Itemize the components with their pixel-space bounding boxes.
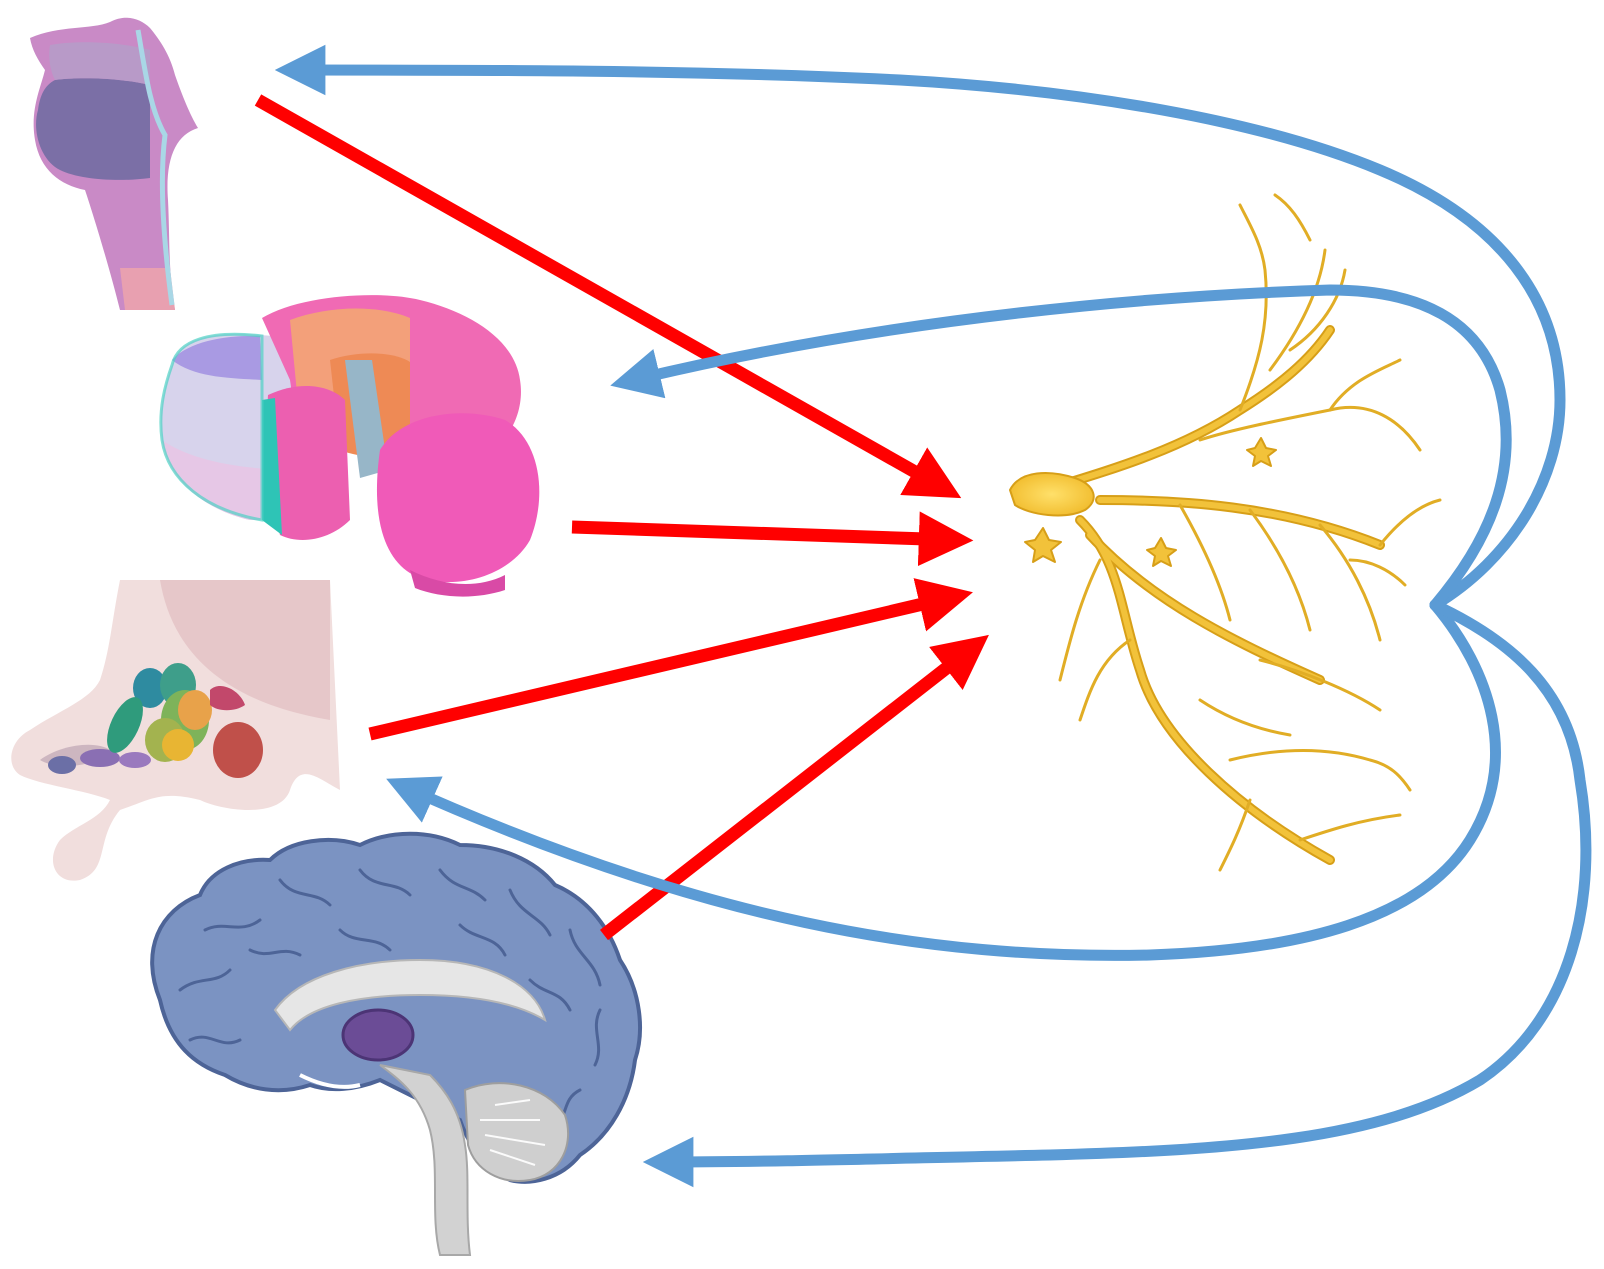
spinal-cord-icon (30, 18, 198, 310)
brainstem-icon (161, 295, 539, 596)
afferent-arrows (258, 100, 976, 935)
afferent-arrow-brain (604, 645, 976, 935)
hypothalamus-icon (11, 580, 340, 881)
afferent-arrow-brainstem (572, 527, 957, 540)
efferent-arrow-brain (658, 605, 1586, 1162)
afferent-arrow-hypothalamus (370, 596, 957, 734)
efferent-arrow-brainstem (625, 290, 1506, 605)
brain-sagittal-icon (152, 834, 640, 1255)
